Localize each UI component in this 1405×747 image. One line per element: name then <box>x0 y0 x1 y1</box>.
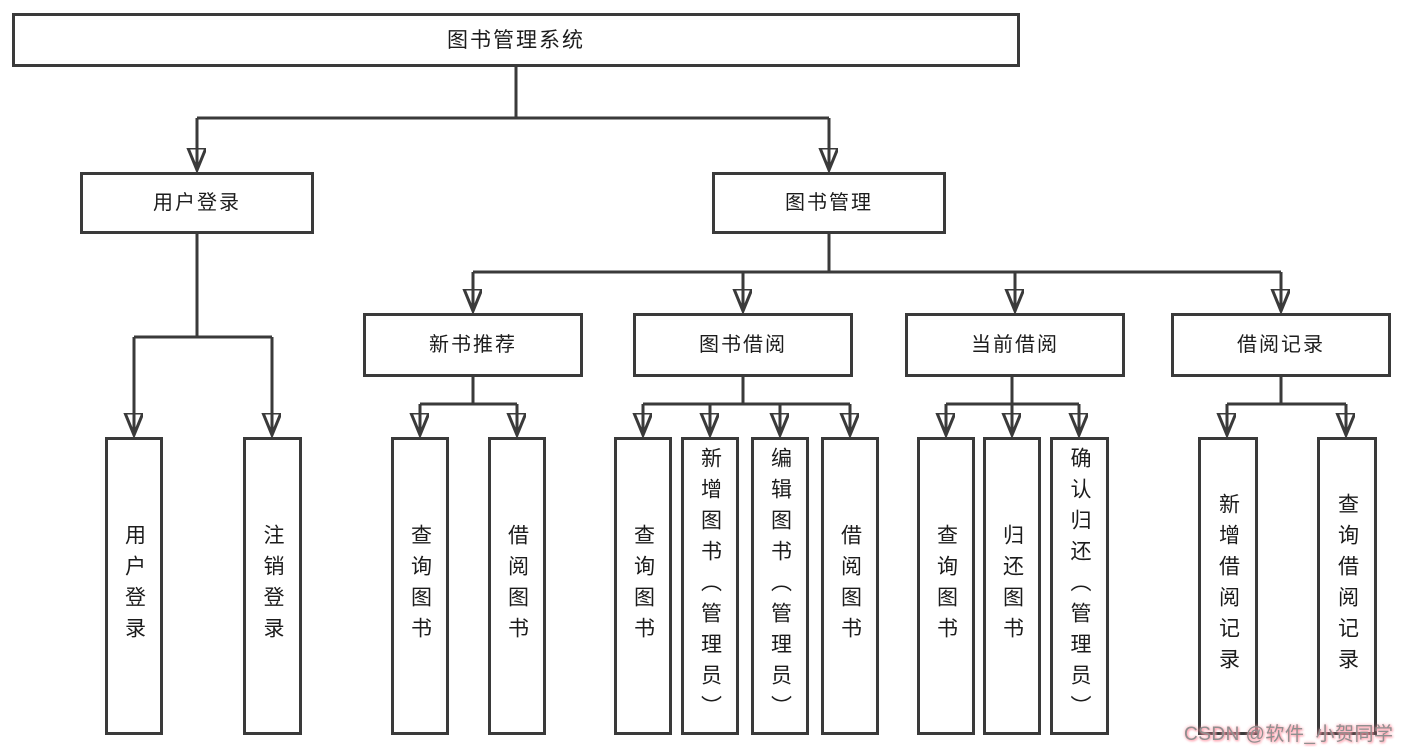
leaf-borrow-books-2: 借阅图书 <box>821 437 879 735</box>
leaf-add-borrow-record: 新增借阅记录 <box>1198 437 1258 735</box>
node-label: 新书推荐 <box>429 334 517 356</box>
leaf-edit-book-admin: 编辑图书（管理员） <box>751 437 809 735</box>
watermark: CSDN @软件_小贺同学 <box>1184 724 1394 745</box>
node-book-borrowing: 图书借阅 <box>633 313 853 377</box>
node-label: 借阅图书 <box>505 524 529 648</box>
leaf-return-books: 归还图书 <box>983 437 1041 735</box>
leaf-confirm-return-admin: 确认归还（管理员） <box>1050 437 1109 735</box>
leaf-add-book-admin: 新增图书（管理员） <box>681 437 739 735</box>
node-label: 用户登录 <box>122 524 146 648</box>
node-library-system: 图书管理系统 <box>12 13 1020 67</box>
leaf-query-books-2: 查询图书 <box>614 437 672 735</box>
node-label: 编辑图书（管理员） <box>768 446 792 726</box>
node-label: 用户登录 <box>153 192 241 214</box>
leaf-query-books-1: 查询图书 <box>391 437 449 735</box>
node-new-book-recommend: 新书推荐 <box>363 313 583 377</box>
leaf-query-books-3: 查询图书 <box>917 437 975 735</box>
node-label: 查询图书 <box>934 524 958 648</box>
node-label: 借阅图书 <box>838 524 862 648</box>
node-label: 新增借阅记录 <box>1216 493 1240 679</box>
node-label: 借阅记录 <box>1237 334 1325 356</box>
node-label: 归还图书 <box>1000 524 1024 648</box>
node-label: 查询图书 <box>408 524 432 648</box>
node-label: 当前借阅 <box>971 334 1059 356</box>
leaf-query-borrow-record: 查询借阅记录 <box>1317 437 1377 735</box>
node-label: 注销登录 <box>261 524 284 648</box>
node-label: 确认归还（管理员） <box>1068 446 1091 726</box>
node-label: 图书管理系统 <box>447 28 585 52</box>
leaf-logout: 注销登录 <box>243 437 302 735</box>
node-label: 查询图书 <box>631 524 655 648</box>
node-book-management: 图书管理 <box>712 172 946 234</box>
node-current-borrowing: 当前借阅 <box>905 313 1125 377</box>
node-label: 查询借阅记录 <box>1335 493 1359 679</box>
node-label: 新增图书（管理员） <box>698 446 722 726</box>
node-borrow-records: 借阅记录 <box>1171 313 1391 377</box>
node-user-login: 用户登录 <box>80 172 314 234</box>
node-label: 图书管理 <box>785 192 873 214</box>
leaf-borrow-books-1: 借阅图书 <box>488 437 546 735</box>
leaf-user-login: 用户登录 <box>105 437 163 735</box>
node-label: 图书借阅 <box>699 334 787 356</box>
